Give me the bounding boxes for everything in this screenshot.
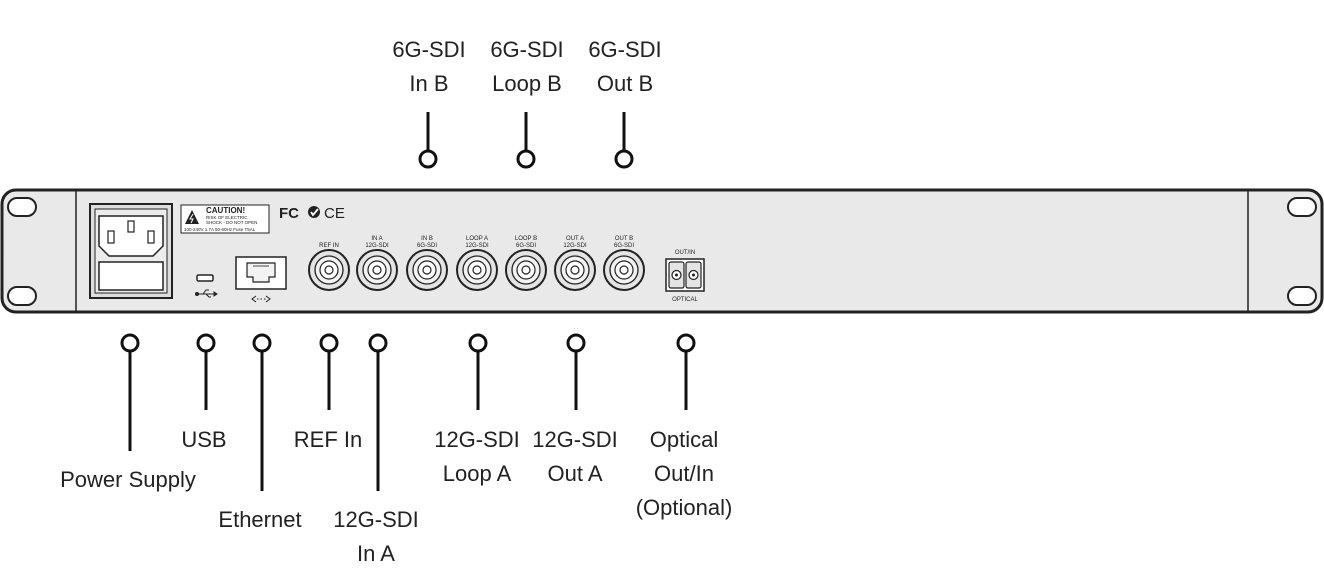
callout-ref-in: REF In xyxy=(294,427,362,452)
out-b-port-label-2: 6G-SDI xyxy=(614,243,634,249)
loop-a-port-label-2: 12G-SDI xyxy=(465,243,489,249)
callout-loop-a-line-1: 12G-SDI xyxy=(434,427,520,452)
out-a-port-label-2: 12G-SDI xyxy=(563,243,587,249)
callout-out-a-line-2: Out A xyxy=(547,461,602,486)
bnc-out-a[interactable] xyxy=(554,249,596,291)
optical-port-label-top: OUT/IN xyxy=(675,250,695,256)
leader-loop-b xyxy=(516,112,536,169)
leader-ref-in xyxy=(319,333,339,410)
usb-icon xyxy=(195,289,218,298)
callout-power-supply: Power Supply xyxy=(60,467,196,492)
callout-optical-line-3: (Optional) xyxy=(636,495,733,520)
power-inlet[interactable] xyxy=(89,203,173,299)
in-b-port-label-1: IN B xyxy=(421,236,433,242)
callout-out-b-line-2: Out B xyxy=(597,71,653,96)
loop-b-port-label-1: LOOP B xyxy=(515,236,537,242)
callout-loop-b-line-2: Loop B xyxy=(492,71,562,96)
ethernet-port[interactable] xyxy=(235,256,287,290)
warning-icon xyxy=(185,210,199,224)
leader-in-a xyxy=(368,333,388,491)
bnc-loop-b[interactable] xyxy=(505,249,547,291)
callout-optical-line-1: Optical xyxy=(650,427,718,452)
bnc-in-b[interactable] xyxy=(406,249,448,291)
callout-ethernet: Ethernet xyxy=(218,507,301,532)
bnc-loop-a[interactable] xyxy=(456,249,498,291)
mount-hole-bottom-left xyxy=(7,286,37,306)
leader-usb xyxy=(196,333,216,410)
out-a-port-label-1: OUT A xyxy=(566,236,584,242)
caution-line-1: RISK OF ELECTRIC xyxy=(206,215,248,220)
leader-optical xyxy=(676,333,696,410)
out-b-port-label-1: OUT B xyxy=(615,236,633,242)
bnc-out-b[interactable] xyxy=(603,249,645,291)
callout-in-a-line-2: In A xyxy=(357,541,395,566)
mount-hole-top-right xyxy=(1287,197,1317,217)
leader-power-supply xyxy=(120,333,140,451)
usb-port[interactable] xyxy=(196,274,214,282)
bnc-ref-in[interactable] xyxy=(308,249,350,291)
in-a-port-label-1: IN A xyxy=(371,236,382,242)
bnc-in-a[interactable] xyxy=(356,249,398,291)
in-a-port-label-2: 12G-SDI xyxy=(365,243,389,249)
caution-title: CAUTION! xyxy=(206,206,245,215)
mount-hole-bottom-right xyxy=(1287,286,1317,306)
caution-line-2: SHOCK - DO NOT OPEN xyxy=(206,220,257,225)
leader-in-b xyxy=(418,112,438,169)
ethernet-icon xyxy=(251,295,271,303)
leader-loop-a xyxy=(468,333,488,410)
callout-out-a-line-1: 12G-SDI xyxy=(532,427,618,452)
loop-b-port-label-2: 6G-SDI xyxy=(516,243,536,249)
callout-loop-b-line-1: 6G-SDI xyxy=(490,37,563,62)
callout-out-b-line-1: 6G-SDI xyxy=(588,37,661,62)
mount-hole-top-left xyxy=(7,197,37,217)
ce-icon: CE xyxy=(324,205,345,222)
optical-port[interactable] xyxy=(665,258,705,292)
leader-out-a xyxy=(566,333,586,410)
loop-a-port-label-1: LOOP A xyxy=(466,236,488,242)
leader-out-b xyxy=(614,112,634,169)
ref-in-port-label: REF IN xyxy=(319,243,339,249)
callout-loop-a-line-2: Loop A xyxy=(443,461,512,486)
rohs-icon xyxy=(308,206,320,218)
optical-port-label-bottom: OPTICAL xyxy=(672,297,698,303)
callout-in-a-line-1: 12G-SDI xyxy=(333,507,419,532)
callout-in-b-line-2: In B xyxy=(409,71,448,96)
in-b-port-label-2: 6G-SDI xyxy=(417,243,437,249)
leader-ethernet xyxy=(252,333,272,491)
callout-usb: USB xyxy=(181,427,226,452)
callout-in-b-line-1: 6G-SDI xyxy=(392,37,465,62)
caution-label: CAUTION! RISK OF ELECTRIC SHOCK - DO NOT… xyxy=(180,204,270,234)
fc-icon: FC xyxy=(279,205,299,222)
callout-optical-line-2: Out/In xyxy=(654,461,714,486)
power-rating: 100-240V 1.7A 50-60Hz Fuse T5AL xyxy=(184,227,256,232)
